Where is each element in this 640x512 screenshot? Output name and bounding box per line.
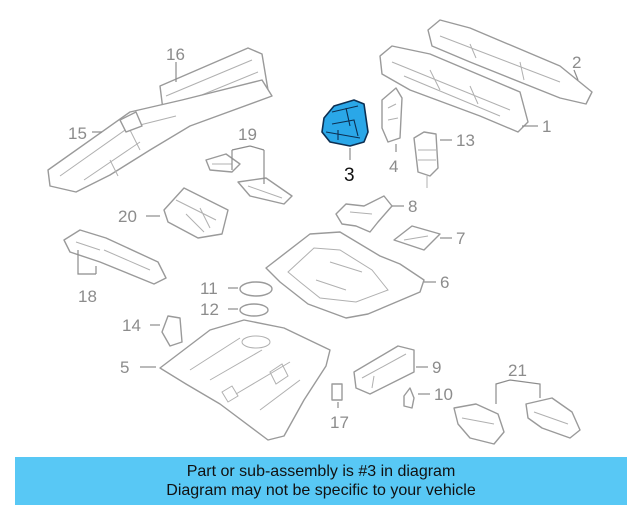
- callout-5[interactable]: 5: [120, 358, 129, 377]
- callout-14[interactable]: 14: [122, 316, 141, 335]
- banner-line-2: Diagram may not be specific to your vehi…: [166, 482, 476, 499]
- part-15-frame-member[interactable]: [47, 79, 273, 193]
- banner-line-1: Part or sub-assembly is #3 in diagram: [186, 463, 456, 480]
- callout-17[interactable]: 17: [330, 413, 349, 432]
- callout-6[interactable]: 6: [440, 273, 449, 292]
- part-7-plate[interactable]: [393, 225, 441, 251]
- part-19-brackets[interactable]: [205, 153, 293, 205]
- callout-13[interactable]: 13: [456, 131, 475, 150]
- part-20-bracket[interactable]: [163, 187, 229, 239]
- callout-8[interactable]: 8: [408, 197, 417, 216]
- callout-16[interactable]: 16: [166, 45, 185, 64]
- leader-19: [231, 145, 265, 184]
- callout-3[interactable]: 3: [344, 165, 355, 186]
- info-banner: Part or sub-assembly is #3 in diagram Di…: [15, 457, 627, 505]
- part-1-reinforcement[interactable]: [379, 45, 529, 133]
- leader-2: [573, 69, 579, 81]
- callout-1[interactable]: 1: [542, 117, 551, 136]
- part-2-upper-panel[interactable]: [427, 19, 593, 105]
- part-6-wheel-well[interactable]: [265, 231, 425, 319]
- part-3-highlighted-bracket[interactable]: [321, 99, 369, 147]
- callout-7[interactable]: 7: [456, 229, 465, 248]
- callout-4[interactable]: 4: [389, 157, 398, 176]
- leader-21: [495, 379, 541, 404]
- callout-20[interactable]: 20: [118, 207, 137, 226]
- leader-18: [77, 250, 97, 275]
- callout-2[interactable]: 2: [572, 53, 581, 72]
- callout-18[interactable]: 18: [78, 287, 97, 306]
- part-21-liners[interactable]: [453, 397, 581, 445]
- callout-19[interactable]: 19: [238, 125, 257, 144]
- callout-12[interactable]: 12: [200, 300, 219, 319]
- part-5-floor-pan[interactable]: [159, 319, 331, 441]
- callout-15[interactable]: 15: [68, 124, 87, 143]
- parts-diagram: 16 15 19 20 18 3 4: [47, 19, 593, 445]
- part-13-bump-stop[interactable]: [413, 131, 439, 188]
- part-18-cross-member[interactable]: [63, 229, 167, 285]
- part-17-clip[interactable]: [331, 383, 343, 401]
- part-12-plug[interactable]: [239, 303, 269, 317]
- part-9-rail[interactable]: [353, 345, 415, 395]
- callout-21[interactable]: 21: [508, 361, 527, 380]
- part-11-plug[interactable]: [239, 281, 273, 297]
- part-14-bracket[interactable]: [161, 315, 183, 347]
- part-4-bracket[interactable]: [381, 87, 403, 143]
- callout-9[interactable]: 9: [432, 358, 441, 377]
- callout-11[interactable]: 11: [200, 279, 218, 298]
- part-8-bracket[interactable]: [335, 195, 393, 233]
- part-10-fitting[interactable]: [403, 387, 415, 409]
- callout-10[interactable]: 10: [434, 385, 453, 404]
